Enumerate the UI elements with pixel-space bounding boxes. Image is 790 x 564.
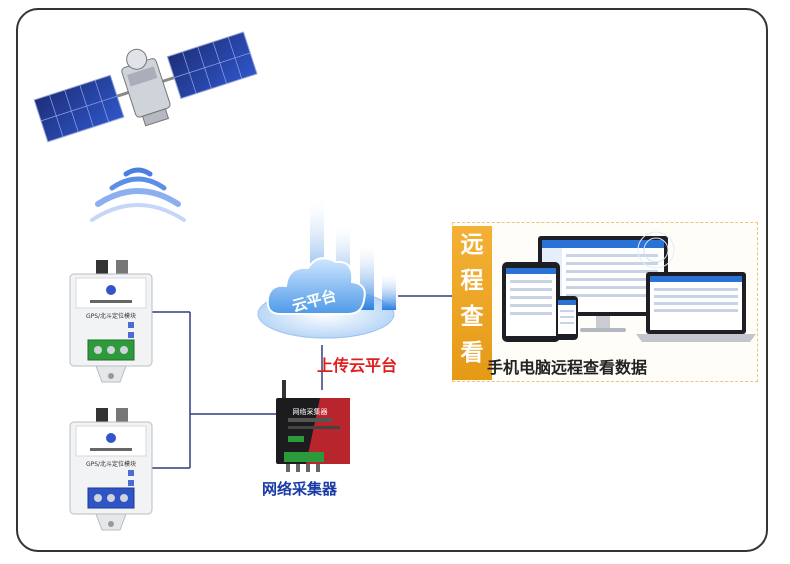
collector-device-title: 网络采集器: [293, 407, 328, 416]
remote-view-char-3: 查: [460, 304, 484, 330]
cloud-upload-label: 上传云平台: [317, 356, 398, 375]
remote-view-char-1: 远: [460, 232, 484, 258]
remote-view-vertical-bar: 远 程 查 看: [452, 226, 492, 380]
gps-module-1: GPS/北斗定位模块: [69, 260, 153, 383]
collector-label: 网络采集器: [262, 480, 338, 498]
gps-module-1-label: GPS/北斗定位模块: [86, 312, 136, 320]
gps-module-2: GPS/北斗定位模块: [69, 408, 153, 531]
laptop-icon: [636, 272, 756, 342]
tablet-icon: [502, 262, 560, 342]
devices-illustration: [502, 231, 756, 342]
cloud-platform-icon: 云平台: [257, 200, 396, 339]
satellite-icon: [33, 31, 258, 143]
remote-view-char-4: 看: [460, 340, 484, 366]
gps-module-2-label: GPS/北斗定位模块: [86, 460, 136, 468]
remote-view-caption: 手机电脑远程查看数据: [487, 358, 648, 377]
remote-view-char-2: 程: [460, 268, 484, 294]
network-collector-device: 网络采集器: [276, 380, 350, 472]
signal-waves-icon: [90, 167, 186, 222]
phone-icon: [556, 296, 578, 340]
